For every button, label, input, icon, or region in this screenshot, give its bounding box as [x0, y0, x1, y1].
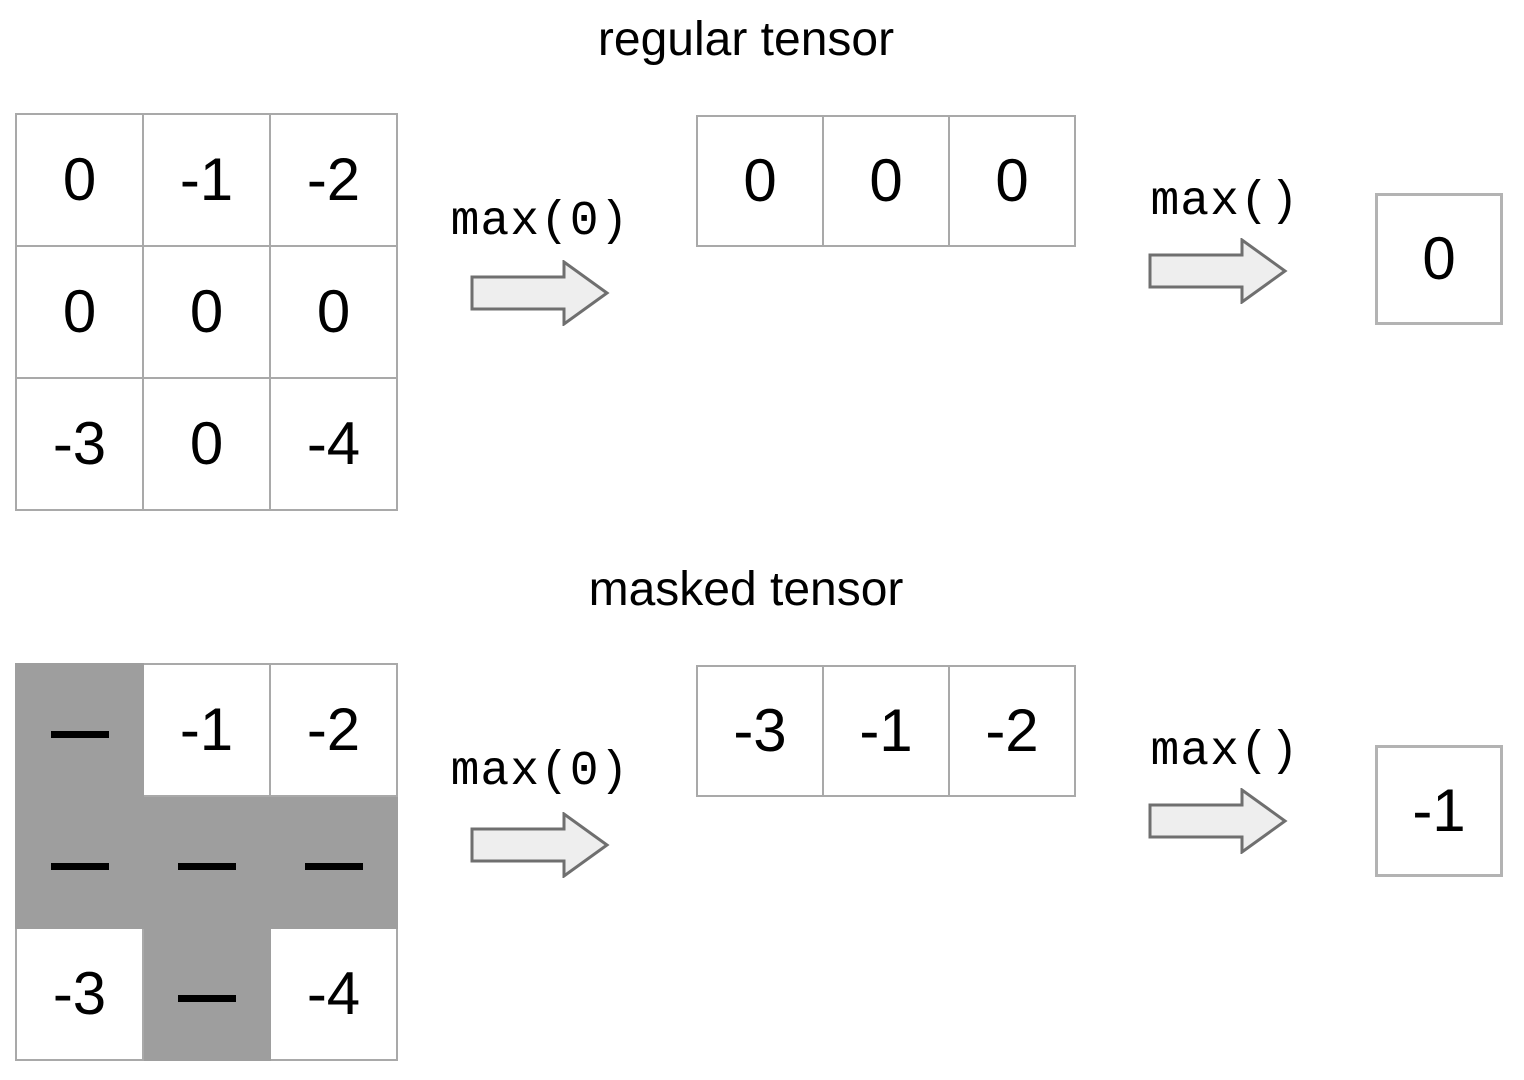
arrow-right-icon — [470, 812, 610, 878]
result-cell: 0 — [1375, 193, 1503, 325]
mask-dash-icon — [50, 862, 109, 870]
masked-cell — [142, 927, 271, 1061]
mask-dash-icon — [50, 730, 109, 738]
max-label: max() — [1150, 725, 1300, 779]
mask-dash-icon — [304, 862, 363, 870]
matrix-row: -3 0 -4 — [15, 377, 398, 511]
regular-tensor-matrix: 0 -1 -2 0 0 0 -3 0 -4 — [15, 113, 398, 511]
matrix-cell: -2 — [269, 663, 398, 797]
reduced-row-vector: 0 0 0 — [696, 115, 1076, 247]
matrix-row: -3 -4 — [15, 927, 398, 1061]
matrix-cell: 0 — [15, 113, 144, 247]
arrow-right-icon — [1148, 238, 1288, 304]
vector-cell: 0 — [696, 115, 824, 247]
masked-cell — [15, 795, 144, 929]
matrix-row: 0 0 0 — [15, 245, 398, 379]
mask-dash-icon — [177, 862, 236, 870]
section-title-regular: regular tensor — [597, 13, 895, 66]
matrix-cell: 0 — [142, 377, 271, 511]
matrix-cell: 0 — [142, 245, 271, 379]
masked-cell — [142, 795, 271, 929]
result-cell: -1 — [1375, 745, 1503, 877]
matrix-cell: -4 — [269, 927, 398, 1061]
result-value: 0 — [1422, 225, 1456, 292]
masked-cell — [15, 663, 144, 797]
vector-cell: -1 — [822, 665, 950, 797]
vector-cell: -3 — [696, 665, 824, 797]
max0-label: max(0) — [450, 195, 630, 249]
matrix-cell: -3 — [15, 927, 144, 1061]
arrow-right-icon — [1148, 788, 1288, 854]
masked-cell — [269, 795, 398, 929]
matrix-cell: -3 — [15, 377, 144, 511]
max0-label: max(0) — [450, 745, 630, 799]
matrix-row — [15, 795, 398, 929]
result-value: -1 — [1412, 777, 1466, 844]
matrix-cell: -1 — [142, 663, 271, 797]
vector-row: -3 -1 -2 — [696, 665, 1076, 797]
vector-cell: -2 — [948, 665, 1076, 797]
max-label: max() — [1150, 175, 1300, 229]
mask-dash-icon — [177, 994, 236, 1002]
vector-cell: 0 — [948, 115, 1076, 247]
section-title-masked: masked tensor — [588, 563, 904, 616]
matrix-cell: -2 — [269, 113, 398, 247]
matrix-cell: 0 — [269, 245, 398, 379]
arrow-right-icon — [470, 260, 610, 326]
vector-cell: 0 — [822, 115, 950, 247]
reduced-row-vector: -3 -1 -2 — [696, 665, 1076, 797]
matrix-cell: 0 — [15, 245, 144, 379]
masked-tensor-matrix: -1 -2 -3 -4 — [15, 663, 398, 1061]
matrix-cell: -4 — [269, 377, 398, 511]
vector-row: 0 0 0 — [696, 115, 1076, 247]
matrix-row: -1 -2 — [15, 663, 398, 797]
matrix-cell: -1 — [142, 113, 271, 247]
matrix-row: 0 -1 -2 — [15, 113, 398, 247]
